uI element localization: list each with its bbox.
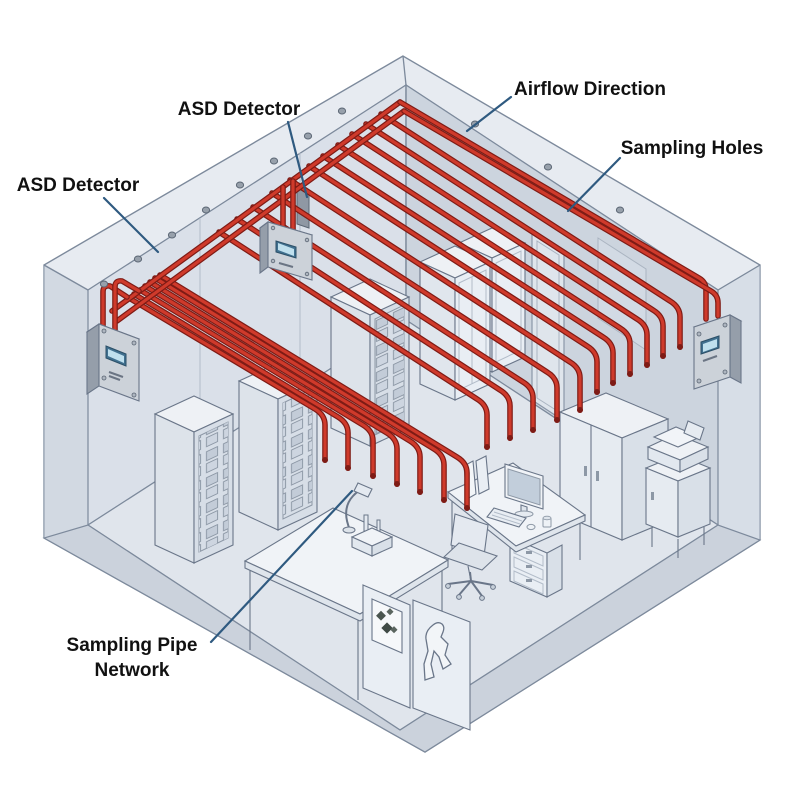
- sampling-pipe-trunk: [115, 109, 406, 323]
- detector-display-screen: [108, 349, 124, 363]
- table-edge: [244, 559, 449, 622]
- detector-display-screen: [703, 339, 717, 352]
- floor-slab-edge: [42, 524, 762, 753]
- pipe-end-cap: [627, 371, 633, 377]
- stand-door-handle: [651, 492, 654, 500]
- server-rack-1: [153, 395, 235, 564]
- pipe-end-cap: [322, 457, 328, 463]
- left-rim-line: [43, 264, 89, 291]
- cabinet-handle-right: [596, 471, 599, 481]
- sampling-pipe-run: [148, 280, 422, 494]
- sampling-pipe-network: [99, 99, 721, 511]
- sampling-pipe-run: [350, 132, 649, 367]
- desk-edge: [447, 490, 586, 553]
- desk-lamp: [342, 482, 373, 534]
- pipe-end-cap: [594, 389, 600, 395]
- keyboard: [486, 507, 527, 528]
- sampling-pipe-trunk: [402, 109, 720, 318]
- leader-asd-detector-left: [102, 196, 160, 254]
- sampling-pipe-run: [321, 154, 615, 385]
- pipe-mount-clip: [167, 231, 177, 239]
- pipe-end-cap: [660, 353, 666, 359]
- room-outer-right-wall: [717, 264, 761, 565]
- pipe-mount-clip: [615, 206, 625, 214]
- asd-detector-center: [258, 220, 314, 281]
- work-table: [243, 482, 450, 700]
- pipe-end-cap: [441, 497, 447, 503]
- leader-asd-detector-top: [286, 120, 309, 199]
- pipe-end-cap: [464, 505, 470, 511]
- sampling-pipe-run: [158, 273, 469, 510]
- sampling-pipe-run: [251, 205, 535, 432]
- pipe-end-cap: [530, 427, 536, 433]
- pipe-mount-clip: [99, 280, 109, 288]
- pipe-end-cap: [677, 344, 683, 350]
- room-outer-left-wall: [43, 264, 89, 563]
- pipe-mount-clip: [269, 157, 279, 165]
- pipe-end-cap: [554, 417, 560, 423]
- drawer-unit: [509, 536, 563, 598]
- pipe-end-cap: [644, 362, 650, 368]
- annotation-layer: ASD Detector ASD Detector Airflow Direct…: [17, 79, 764, 681]
- sampling-pipe-trunk: [113, 279, 141, 332]
- sampling-pipe-run: [307, 164, 599, 394]
- leader-sampling-holes: [566, 156, 622, 213]
- printer: [646, 420, 710, 473]
- pipe-end-cap: [610, 380, 616, 386]
- pipe-end-cap: [345, 465, 351, 471]
- pipe-end-cap: [577, 407, 583, 413]
- poster-panel: [362, 584, 411, 709]
- pipe-end-cap: [370, 473, 376, 479]
- pipe-end-cap: [394, 481, 400, 487]
- sampling-pipe-run: [270, 191, 559, 422]
- sampling-pipe-trunk: [110, 100, 402, 313]
- sampling-pipe-run: [336, 143, 632, 376]
- sampling-pipe-run: [364, 122, 665, 358]
- sampling-pipe-run: [235, 217, 512, 440]
- pipe-mount-clip: [133, 255, 143, 263]
- pipe-mount-clip: [337, 107, 347, 115]
- office-desk: [446, 455, 587, 598]
- sampling-pipe-run: [143, 284, 399, 486]
- pipe-end-cap: [507, 435, 513, 441]
- label-asd-detector-top: ASD Detector: [178, 99, 301, 120]
- label-asd-detector-left: ASD Detector: [17, 175, 140, 196]
- pipe-mount-clip: [303, 132, 313, 140]
- sampling-pipe-run: [127, 296, 327, 462]
- sampling-pipe-run: [132, 292, 350, 470]
- office-chair: [442, 513, 499, 601]
- sampling-pipe-run: [379, 112, 682, 349]
- sampling-pipe-run: [138, 288, 375, 478]
- asd-detector-right: [692, 314, 743, 390]
- label-sampling-pipe-network-line2: Network: [95, 660, 170, 681]
- sampling-pipe-run: [288, 178, 582, 412]
- figure-panel: [412, 599, 471, 731]
- mug: [542, 515, 552, 528]
- pipe-end-cap: [417, 489, 423, 495]
- sampling-pipe-run: [217, 230, 489, 449]
- mouse: [526, 523, 536, 531]
- computer-monitor: [504, 463, 544, 518]
- label-airflow-direction: Airflow Direction: [514, 79, 666, 100]
- detector-display-screen: [278, 243, 294, 256]
- asd-detector-left: [85, 322, 141, 402]
- cabinet-handle-left: [584, 466, 587, 476]
- server-rack-2: [237, 362, 319, 531]
- pipe-mount-clip: [201, 206, 211, 214]
- walking-figure-outline: [423, 622, 452, 681]
- apex-rim-line: [402, 55, 407, 86]
- leader-airflow-direction: [465, 95, 513, 133]
- pipe-mount-clip: [235, 181, 245, 189]
- leader-sampling-pipe-network: [209, 489, 354, 644]
- pipe-mount-clip: [543, 163, 553, 171]
- table-device: [350, 514, 394, 557]
- label-sampling-holes: Sampling Holes: [621, 138, 764, 159]
- right-rim-line: [717, 264, 761, 291]
- sampling-pipe-run: [153, 276, 446, 502]
- pipe-end-cap: [484, 444, 490, 450]
- label-sampling-pipe-network-line1: Sampling Pipe: [67, 635, 198, 656]
